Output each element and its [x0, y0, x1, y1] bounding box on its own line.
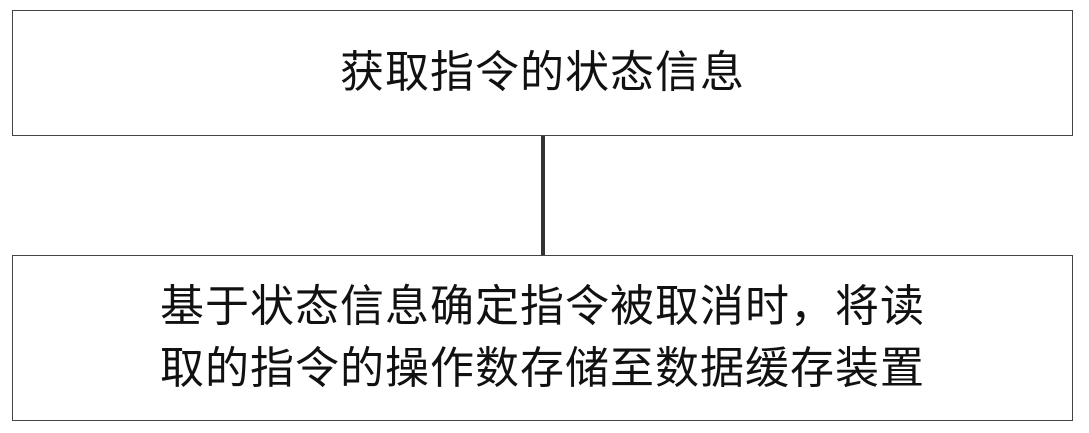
connector-line	[541, 136, 545, 255]
step-box-store-operand: 基于状态信息确定指令被取消时，将读 取的指令的操作数存储至数据缓存装置	[12, 255, 1073, 421]
step-box-get-status: 获取指令的状态信息	[12, 10, 1073, 136]
step-text-line-2: 取的指令的操作数存储至数据缓存装置	[160, 343, 925, 394]
step-text-line-1: 基于状态信息确定指令被取消时，将读	[160, 281, 925, 332]
step-text: 获取指令的状态信息	[340, 47, 745, 98]
